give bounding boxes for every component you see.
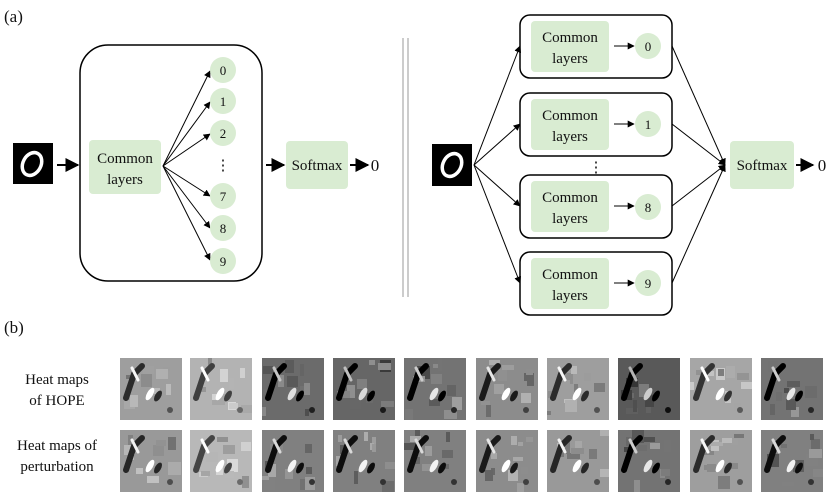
left-output-label-7: 7 <box>220 189 227 204</box>
heatmap-thumbnail <box>547 430 609 492</box>
right-block-1-out: 1 <box>645 117 652 132</box>
left-common-line1: Common <box>97 151 153 167</box>
right-merge-lines <box>671 45 726 284</box>
left-output-label-2: 2 <box>220 126 227 141</box>
heatmap-thumbnail <box>333 358 395 420</box>
right-block-1-line1: Common <box>542 108 598 124</box>
heatmap-thumbnail <box>190 358 252 420</box>
right-block-8-line1: Common <box>542 190 598 206</box>
left-result: 0 <box>371 156 380 175</box>
left-output-node-7 <box>210 183 236 209</box>
right-block-0-out: 0 <box>645 39 652 54</box>
right-block-9-line2: layers <box>552 288 588 304</box>
left-output-node-9 <box>210 248 236 274</box>
left-output-nodes <box>210 57 236 274</box>
right-block-0-line1: Common <box>542 30 598 46</box>
heatmap-thumbnail <box>476 358 538 420</box>
heatmap-thumbnail <box>404 358 466 420</box>
right-block-8-line2: layers <box>552 211 588 227</box>
panel-divider <box>402 38 409 297</box>
right-block-9-out: 9 <box>645 276 652 291</box>
heatmap-row2-label-line1: Heat maps of <box>17 438 97 454</box>
right-block-8-out: 8 <box>645 200 652 215</box>
heatmap-thumbnail <box>404 430 466 492</box>
right-block-0 <box>519 14 673 79</box>
heatmap-row1-label-line1: Heat maps <box>25 372 89 388</box>
heatmap-thumbnail <box>333 430 395 492</box>
left-output-node-8 <box>210 215 236 241</box>
right-result: 0 <box>818 156 827 175</box>
heatmap-row1-label-line2: of HOPE <box>29 393 85 409</box>
left-output-label-1: 1 <box>220 94 227 109</box>
heatmap-thumbnail <box>547 358 609 420</box>
left-output-node-2 <box>210 120 236 146</box>
heatmap-thumbnail <box>618 358 680 420</box>
left-output-label-8: 8 <box>220 221 227 236</box>
left-output-node-0 <box>210 57 236 83</box>
right-input-fan-lines <box>473 45 521 284</box>
heatmap-row2-label-line2: perturbation <box>20 459 94 475</box>
heatmap-thumbnail <box>690 358 752 420</box>
left-softmax-node <box>286 141 348 189</box>
heatmap-row1-label: Heat maps of HOPE <box>4 370 110 412</box>
heatmap-thumbnail <box>262 358 324 420</box>
right-ellipsis: ⋮ <box>589 160 604 176</box>
left-common-layers-node <box>89 140 161 194</box>
right-block-9 <box>519 251 673 316</box>
right-block-9-line1: Common <box>542 267 598 283</box>
panel-a-label: (a) <box>4 7 23 26</box>
heatmap-thumbnail <box>190 430 252 492</box>
heatmap-thumbnail <box>120 358 182 420</box>
heatmap-thumbnail <box>690 430 752 492</box>
left-output-node-1 <box>210 88 236 114</box>
right-softmax-label: Softmax <box>737 158 788 174</box>
heatmap-thumbnail <box>618 430 680 492</box>
heatmap-row2-label: Heat maps of perturbation <box>4 436 110 478</box>
heatmap-thumbnail <box>120 430 182 492</box>
heatmap-thumbnail <box>262 430 324 492</box>
heatmap-thumbnail <box>761 358 823 420</box>
right-block-0-line2: layers <box>552 51 588 67</box>
left-ellipsis: ⋮ <box>216 158 231 174</box>
left-fan-lines <box>162 70 211 261</box>
heatmap-thumbnail <box>476 430 538 492</box>
panel-b-label: (b) <box>4 318 24 337</box>
left-softmax-label: Softmax <box>292 158 343 174</box>
left-common-line2: layers <box>107 172 143 188</box>
left-output-label-9: 9 <box>220 254 227 269</box>
right-block-1-line2: layers <box>552 129 588 145</box>
left-input-digit <box>13 143 53 184</box>
left-output-label-0: 0 <box>220 63 227 78</box>
left-model-box <box>79 44 263 282</box>
right-input-digit <box>432 144 472 186</box>
right-softmax-node <box>730 141 794 189</box>
heatmap-thumbnail <box>761 430 823 492</box>
right-block-8 <box>519 174 673 239</box>
